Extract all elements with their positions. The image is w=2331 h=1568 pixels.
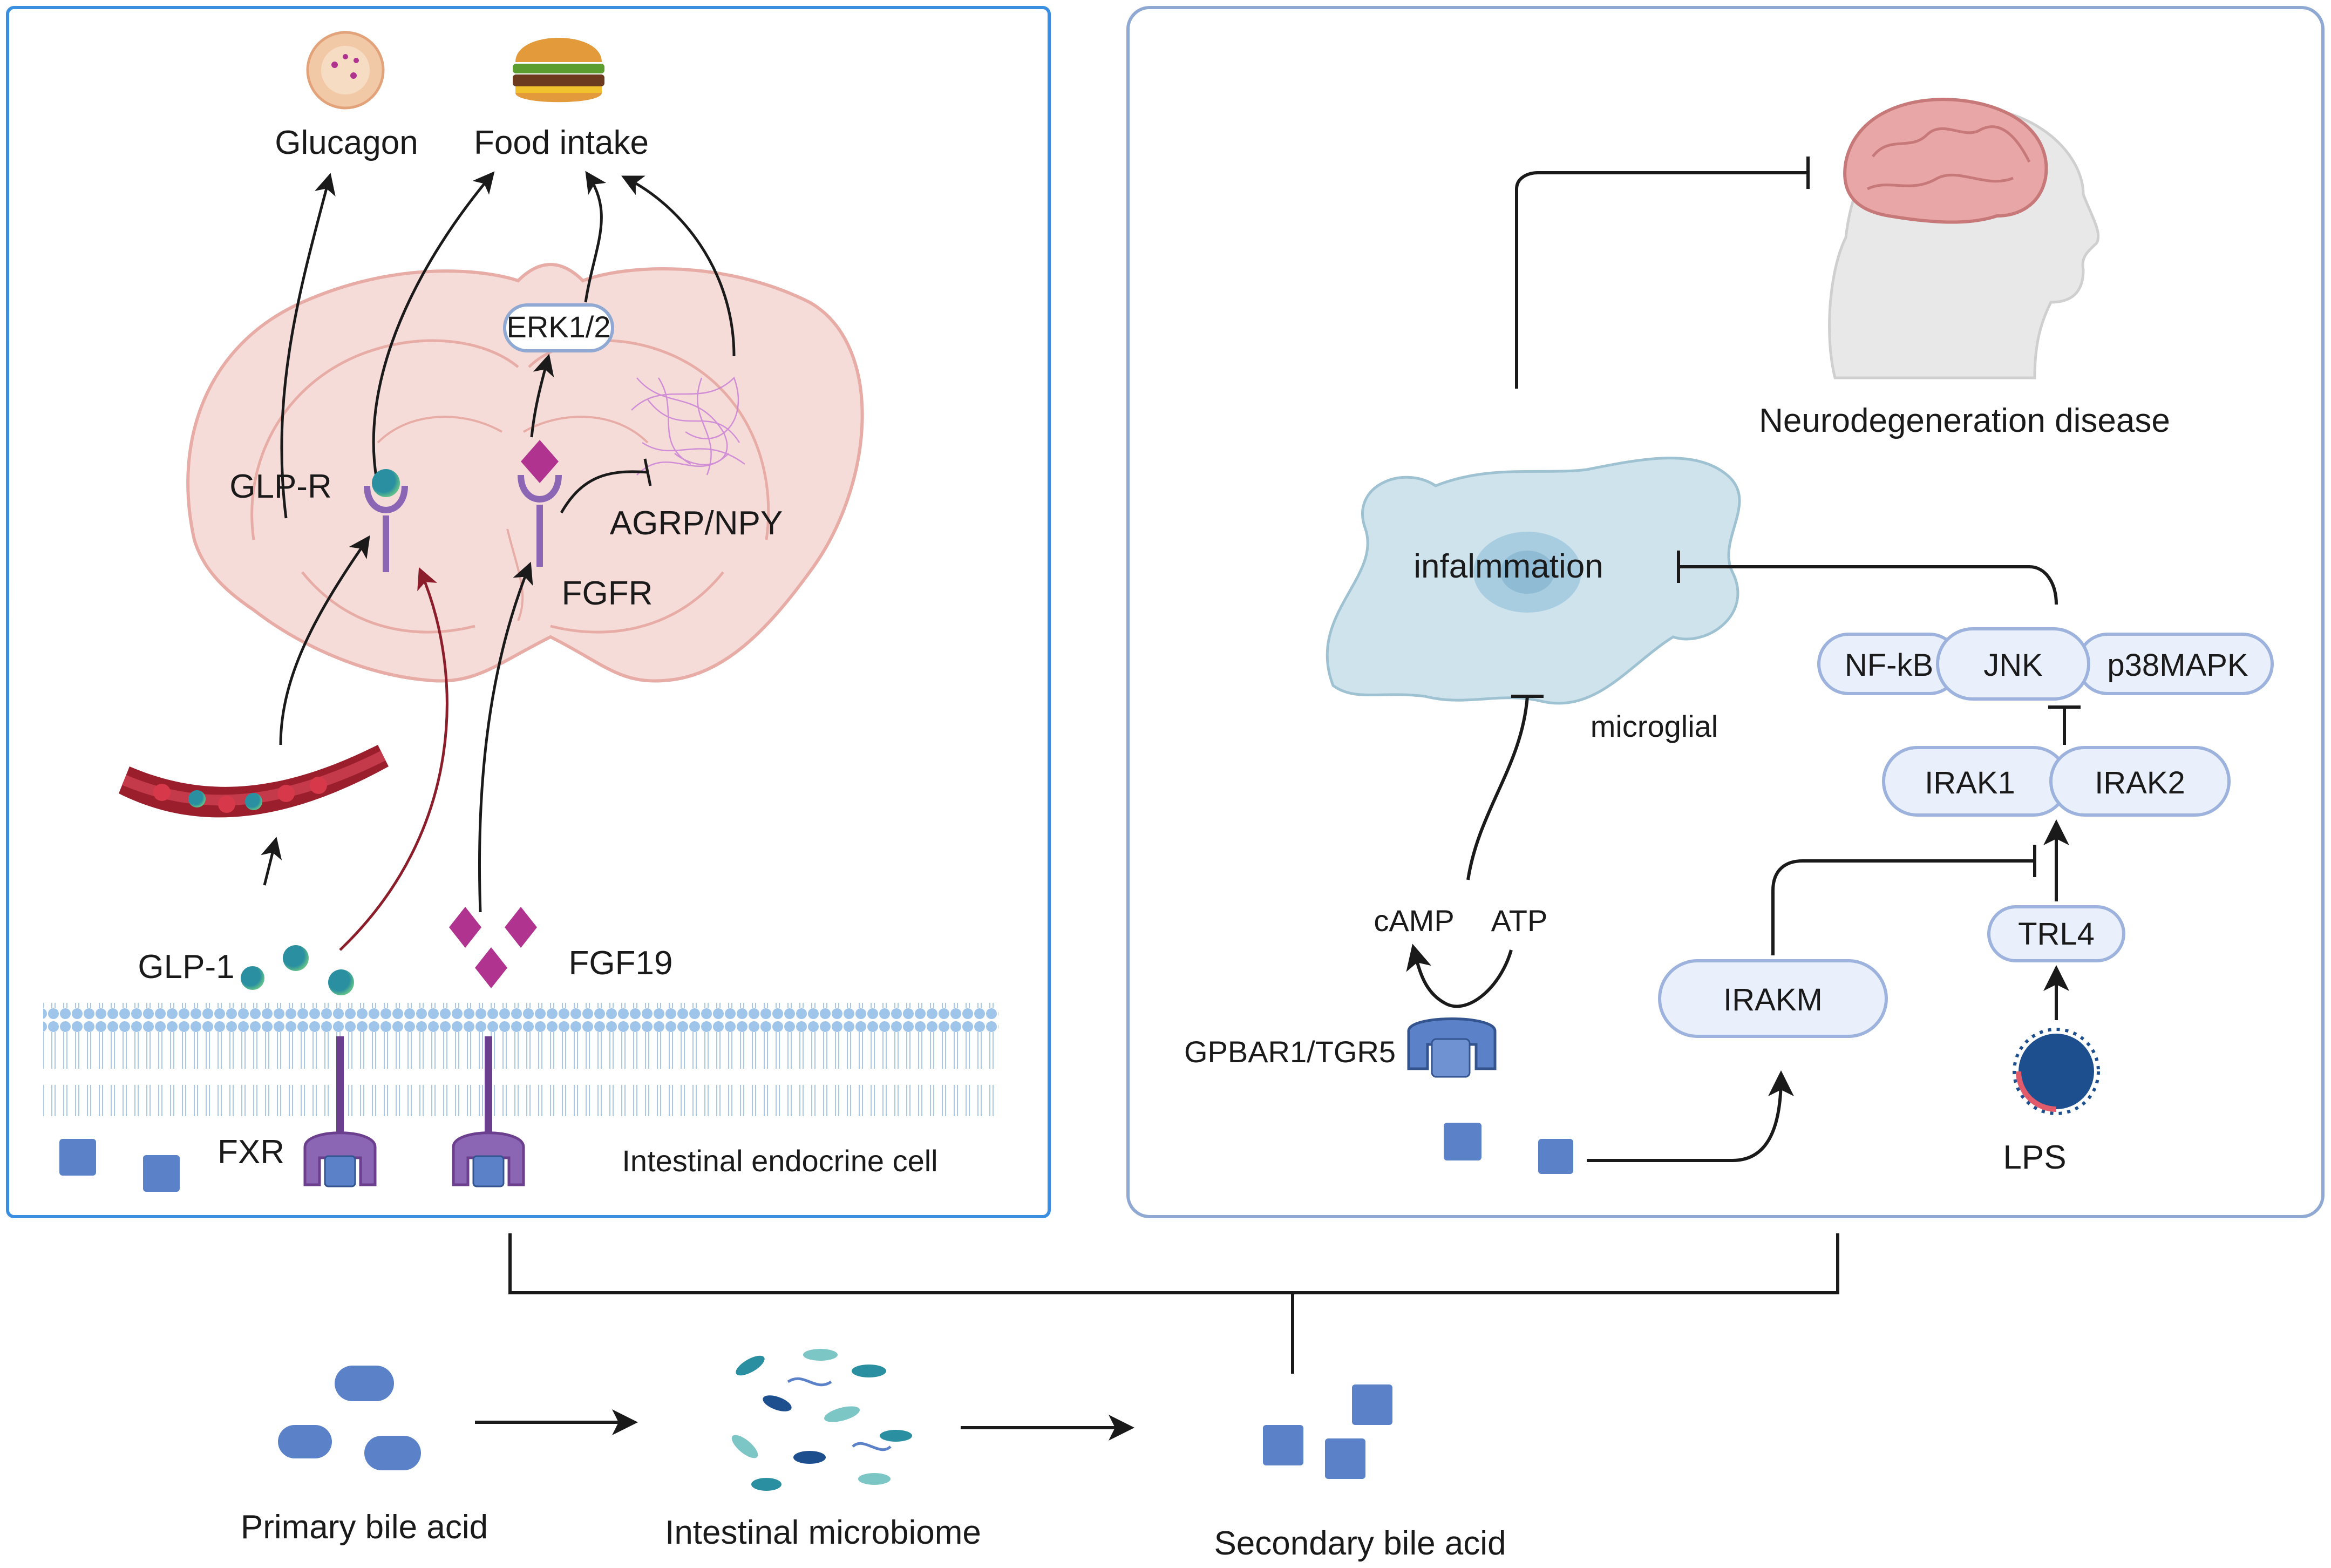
mapk-group: NF-kB JNK p38MAPK — [1817, 627, 2274, 701]
lps-icon — [2013, 1028, 2100, 1115]
glp1-particle — [241, 966, 264, 990]
neuro-label: Neurodegeneration disease — [1759, 402, 2170, 439]
trl4-node: TRL4 — [1987, 905, 2125, 962]
glp1-label: GLP-1 — [138, 948, 234, 986]
fgfr-receptor-icon — [518, 440, 562, 567]
arrow-glp1-to-vessel — [261, 837, 282, 886]
inflammation-label: infalmmation — [1413, 548, 1603, 585]
fgf19-particle — [505, 907, 537, 948]
glp1-particle — [283, 945, 309, 971]
glucagon-label: Glucagon — [275, 124, 418, 161]
secondary-bile-acid-label: Secondary bile acid — [1214, 1525, 1506, 1562]
inhibit-mapk-to-inflammation — [1677, 551, 2058, 605]
erk-label: ERK1/2 — [507, 310, 611, 344]
gpbar-label: GPBAR1/TGR5 — [1184, 1035, 1396, 1069]
camp-label: cAMP — [1374, 904, 1454, 938]
erk-node: ERK1/2 — [503, 303, 614, 352]
inhibit-bar — [643, 458, 652, 486]
fxr-receptor-left — [303, 1036, 377, 1187]
fgf19-particle — [475, 947, 507, 988]
glpr-label: GLP-R — [229, 468, 331, 505]
arrow-fgf19-to-fgfr — [478, 561, 533, 913]
glp-receptor-icon — [364, 469, 408, 572]
intestinal-cell-label: Intestinal endocrine cell — [622, 1144, 937, 1178]
nfkb-label: NF-kB — [1845, 648, 1933, 683]
arrow-bile-to-irakm — [1587, 1070, 1794, 1162]
bile-acid-square — [143, 1155, 180, 1192]
irakm-label: IRAKM — [1723, 982, 1823, 1017]
irak1-label: IRAK1 — [1925, 765, 2015, 800]
connector-bracket — [508, 1233, 1839, 1374]
secondary-bile-acid-icon — [1263, 1384, 1392, 1479]
irakm-node: IRAKM — [1658, 959, 1888, 1038]
bile-acid-square — [1444, 1123, 1481, 1160]
arrow-erk-to-food — [584, 171, 607, 303]
brain-icon — [1843, 98, 2048, 224]
atp-label: ATP — [1491, 904, 1548, 938]
primary-bile-acid-label: Primary bile acid — [241, 1509, 488, 1546]
primary-bile-acid-icon — [278, 1366, 421, 1470]
glp1-particle — [328, 969, 354, 995]
inhibit-irak-to-jnk — [2048, 705, 2081, 745]
arrow-glpr-to-food — [372, 171, 495, 486]
arrow-agrp-to-food — [621, 175, 736, 357]
trl4-label: TRL4 — [2018, 917, 2095, 952]
fgfr-label: FGFR — [562, 575, 653, 612]
arrow-atp-to-camp — [1406, 943, 1513, 1008]
irak2-label: IRAK2 — [2095, 765, 2185, 800]
jnk-label: JNK — [1983, 648, 2043, 683]
arrow-glp1-to-brain — [339, 567, 448, 951]
lps-label: LPS — [2003, 1139, 2066, 1176]
arrow-vessel-to-glpr — [279, 535, 370, 745]
microglial-label: microglial — [1591, 709, 1718, 743]
agrp-neurons — [631, 376, 745, 476]
burger-icon — [513, 38, 604, 103]
fxr-label: FXR — [218, 1133, 284, 1171]
pancreas-icon — [306, 31, 385, 110]
blood-vessel-icon — [119, 745, 389, 818]
brain-arrows — [280, 171, 736, 519]
gpbar-receptor-icon — [1407, 1017, 1497, 1078]
fxr-receptor-right — [452, 1036, 525, 1187]
camp-arrows — [1406, 695, 1544, 1008]
brain-section — [186, 263, 864, 683]
fgf19-particle — [449, 907, 481, 948]
arrow-to-glucagon — [280, 173, 336, 519]
arrow-fgfr-to-erk — [530, 354, 554, 438]
cell-membrane — [43, 1003, 998, 1116]
bile-acid-square — [59, 1139, 96, 1176]
agrp-label: AGRP/NPY — [610, 505, 783, 542]
fgf19-label: FGF19 — [569, 945, 673, 982]
human-head-icon — [1828, 98, 2100, 379]
p38-label: p38MAPK — [2107, 648, 2248, 683]
inhibit-to-neuro — [1515, 157, 1810, 389]
inhibit-camp-to-inflammation — [1466, 696, 1529, 880]
microbiome-icon — [731, 1349, 912, 1491]
jnk-node — [1936, 627, 2090, 701]
inhibit-agrp — [560, 470, 648, 514]
inhibit-irakm — [1771, 845, 2036, 955]
irak-group: IRAK1 IRAK2 — [1882, 746, 2231, 817]
food-intake-label: Food intake — [474, 124, 649, 161]
irak2-node — [2049, 746, 2231, 817]
microglia-cell-icon — [1326, 457, 1741, 705]
microbiome-label: Intestinal microbiome — [665, 1514, 981, 1551]
bile-acid-square — [1538, 1139, 1573, 1174]
gut-arrows — [261, 535, 533, 951]
